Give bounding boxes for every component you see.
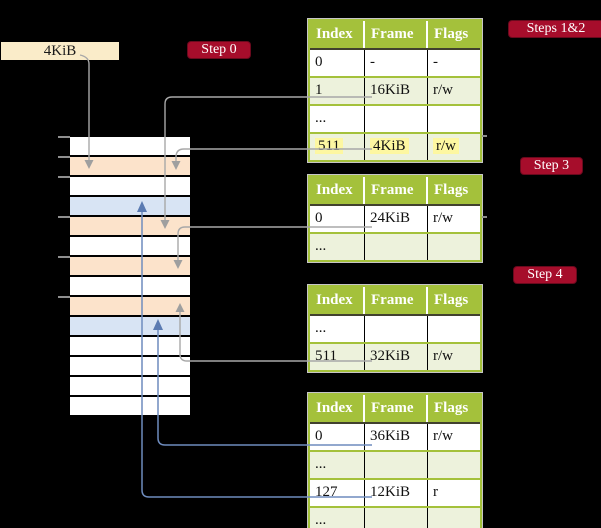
table-cell: 127 [310,480,365,506]
ruler-tick [58,296,70,298]
column-header: Frame [365,177,428,204]
table-cell [428,316,480,342]
badge-step-0: Step 0 [188,42,250,58]
table-cell: ... [310,452,365,478]
table-row: ... [310,450,480,478]
ruler-tick [58,256,70,258]
column-header: Frame [365,21,428,48]
ruler-tick [58,216,70,218]
table-row: ... [310,232,480,260]
table-cell: r/w [428,134,480,160]
table-cell [428,508,480,528]
memory-row-data [70,196,190,216]
memory-row-frame [70,137,190,156]
table-row: ... [310,104,480,132]
memory-row-frame [70,396,190,416]
table-row: ... [310,506,480,528]
memory-row-frame [70,236,190,256]
table-cell: 24KiB [365,206,428,232]
column-header: Flags [434,182,469,198]
column-header: Flags [434,292,469,308]
column-header: Frame [365,395,428,422]
memory-row-pagetable [70,156,190,176]
table-cell [428,106,480,132]
table-cell [365,234,428,260]
table-cell: ... [310,234,365,260]
table-cell [365,508,428,528]
frame-size-label: 4KiB [43,43,77,59]
table-cell: r/w [433,82,453,98]
memory-row-frame [70,376,190,396]
column-header: Index [310,21,365,48]
frame-size-box: 4KiB [1,42,119,60]
column-header: Frame [365,287,428,314]
ruler-tick [58,136,70,138]
badge-step-4: Step 4 [514,267,576,283]
table-cell: 16KiB [365,78,428,104]
column-header: Index [310,177,365,204]
column-header: Flags [434,26,469,42]
table-cell: r/w [433,348,453,364]
memory-row-pagetable [70,296,190,316]
column-header: Index [310,395,365,422]
table-cell: 36KiB [365,424,428,450]
memory-row-frame [70,336,190,356]
table-cell: ... [310,106,365,132]
table-row: 0-- [310,48,480,76]
ruler-tick [58,156,70,158]
table-cell [365,452,428,478]
table-cell: r/w [433,428,453,444]
table-cell: ... [310,316,365,342]
memory-row-pagetable [70,216,190,236]
memory-row-frame [70,356,190,376]
table-cell: 0 [310,424,365,450]
column-header: Index [310,287,365,314]
table-cell [428,452,480,478]
table-cell: - [433,54,438,70]
memory-row-frame [70,176,190,196]
table-cell: r [433,484,438,500]
table-cell: 32KiB [365,344,428,370]
badge-steps-1-2: Steps 1&2 [509,21,601,37]
memory-row-data [70,316,190,336]
table-cell: 1 [310,78,365,104]
table-cell [428,234,480,260]
memory-row-pagetable [70,256,190,276]
table-cell: 12KiB [365,480,428,506]
table-cell: 511 [310,134,365,160]
table-cell: 0 [310,206,365,232]
table-row: ... [310,314,480,342]
table-cell: 511 [310,344,365,370]
table-cell [365,316,428,342]
table-cell [365,106,428,132]
badge-step-3: Step 3 [521,158,582,174]
table-cell: 0 [310,50,365,76]
table-cell: r/w [433,210,453,226]
memory-row-frame [70,276,190,296]
column-header: Flags [434,400,469,416]
ruler-tick [58,176,70,178]
table-cell: ... [310,508,365,528]
table-cell: 4KiB [365,134,428,160]
table-cell: - [365,50,428,76]
physical-memory-column [70,137,190,416]
